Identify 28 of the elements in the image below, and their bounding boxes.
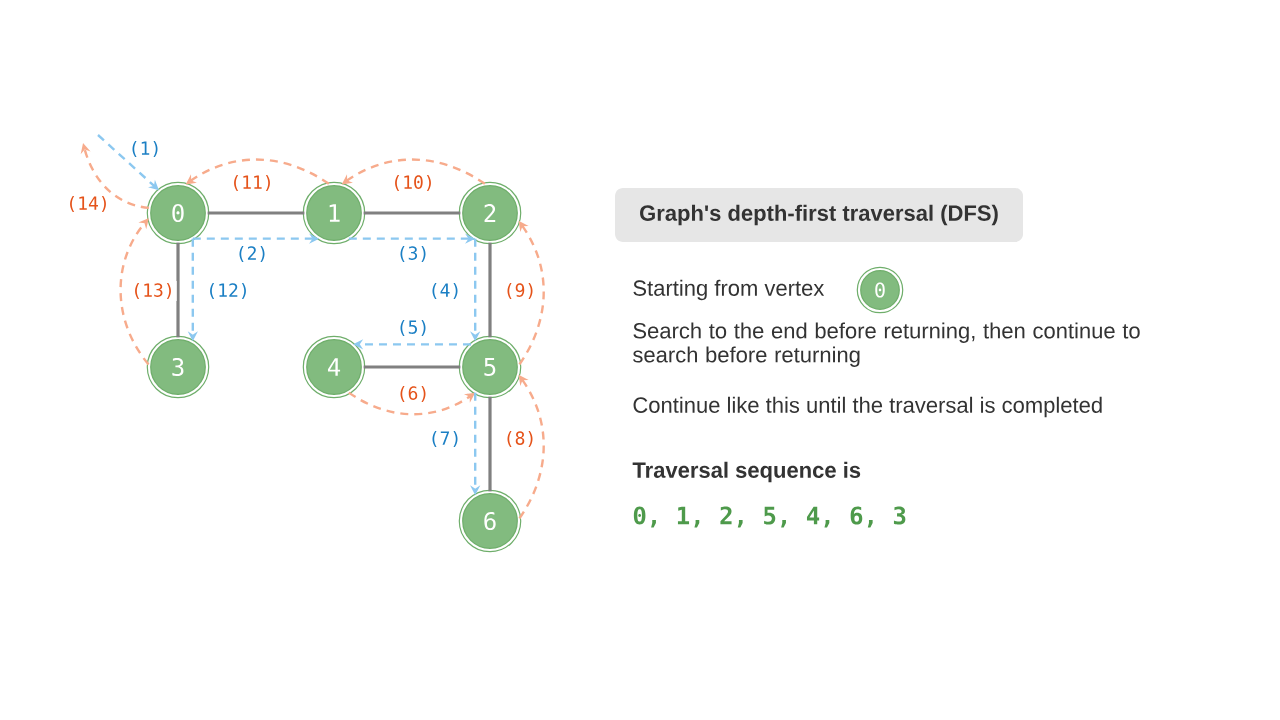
- traversal-arrow: [119, 218, 150, 366]
- edge-label: (6): [394, 384, 432, 404]
- edge-line: [488, 242, 492, 338]
- sequence-text: 0, 1, 2, 5, 4, 6, 3: [633, 506, 906, 528]
- edge-label: (7): [426, 429, 464, 449]
- traversal-arrow: [80, 143, 150, 210]
- description-text: Starting from vertex: [633, 279, 825, 301]
- edge-label: (9): [501, 281, 539, 301]
- description-text: Search to the end before returning, then continue to search before returning: [633, 322, 1140, 367]
- heading-text: Traversal sequence is: [632, 461, 861, 483]
- edge-label: (8): [501, 429, 539, 449]
- edge-line: [363, 365, 461, 369]
- title-box: Graph's depth-first traversal (DFS): [615, 188, 1023, 242]
- edge-label: (3): [394, 244, 432, 264]
- edge-label: (4): [426, 281, 464, 301]
- edge-line: [488, 396, 492, 492]
- edge-line: [363, 211, 461, 215]
- edge-label: (11): [228, 173, 276, 193]
- edge-label: (14): [64, 194, 112, 214]
- edge-label: (1): [126, 139, 164, 159]
- edge-label: (10): [389, 173, 437, 193]
- edge-line: [176, 242, 180, 338]
- edge-label: (2): [233, 244, 271, 264]
- edge-label: (13): [129, 281, 177, 301]
- edge-label: (12): [204, 281, 252, 301]
- edge-label: (5): [394, 318, 432, 338]
- edge-line: [207, 211, 305, 215]
- description-text: Continue like this until the traversal is completed: [633, 396, 1102, 418]
